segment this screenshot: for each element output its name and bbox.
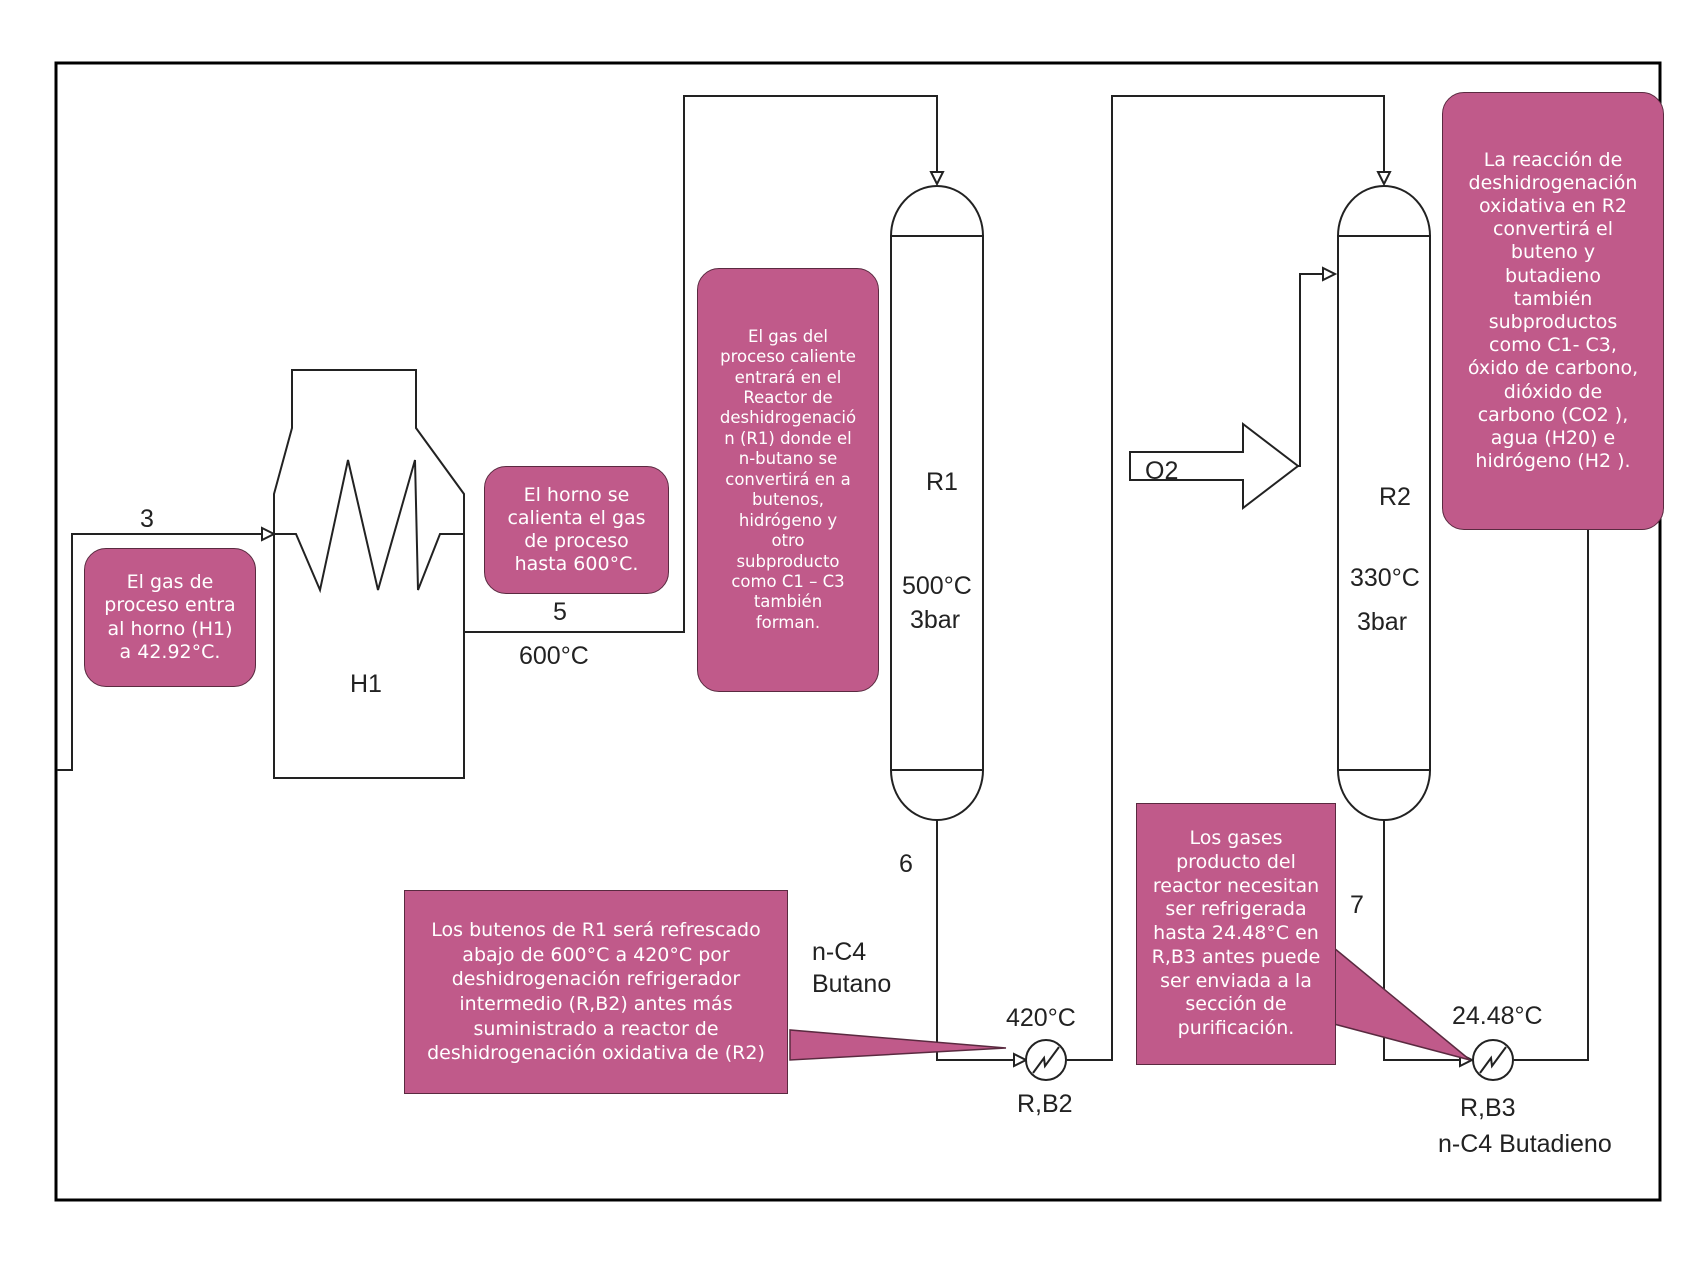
furnace-h1 [273,369,465,779]
butano-label-line1: n-C4 [812,938,866,966]
furnace-h1-body [273,369,465,779]
callout-r2-info: La reacción de deshidrogenación oxidativ… [1442,92,1664,530]
exchanger-rb2-label: R,B2 [1017,1090,1073,1118]
stream-6-label: 6 [899,850,913,878]
arrow-o2-into-r2 [1322,266,1338,282]
stream-5-label: 5 [553,598,567,626]
exchanger-rb2-zigzag [1032,1046,1060,1074]
callout-horno-entrada: El gas de proceso entra al horno (H1) a … [84,548,256,687]
reactor-r2-pressure: 3bar [1357,608,1407,636]
stream-5-line [464,95,938,633]
furnace-h1-coil [274,459,464,594]
exchanger-rb2-temp: 420°C [1006,1004,1076,1032]
arrow-into-h1 [261,526,277,542]
reactor-r2-body [1337,235,1431,771]
callout-pointer-butenos [789,1029,1007,1061]
stream-3-line [57,533,262,771]
callout-pointer-gases [1333,946,1471,1061]
callout-r1-info: El gas del proceso caliente entrará en e… [697,268,879,692]
arrow-into-rb2 [1013,1052,1029,1068]
rb3-out-line [1514,520,1589,1061]
o2-arrow [1129,421,1300,511]
reactor-r1-body [890,235,984,771]
exchanger-rb2-circle [1025,1039,1067,1081]
reactor-r1-top-cap [889,185,985,237]
callout-butenos-info: Los butenos de R1 será refrescado abajo … [404,890,788,1094]
stream-3-label: 3 [140,505,154,533]
reactor-r1-temp: 500°C [902,572,972,600]
reactor-r2-bottom-cap [1336,769,1432,821]
butadieno-label: n-C4 Butadieno [1438,1130,1612,1158]
stream-6-line [936,820,1014,1061]
reactor-r2-top-cap [1336,185,1432,237]
rb2-to-r2-line [1067,95,1385,1061]
exchanger-rb3-label: R,B3 [1460,1094,1516,1122]
butano-label-line2: Butano [812,970,891,998]
reactor-r2-label: R2 [1379,483,1411,511]
o2-label: O2 [1145,457,1178,485]
reactor-r1-label: R1 [926,468,958,496]
arrow-into-r1 [929,171,945,187]
stream-7-label: 7 [1350,891,1364,919]
reactor-r2 [1336,185,1432,821]
reactor-r1-pressure: 3bar [910,606,960,634]
exchanger-rb3-zigzag [1479,1046,1507,1074]
exchanger-rb3-temp: 24.48°C [1452,1002,1543,1030]
callout-horno-calienta: El horno se calienta el gas de proceso h… [484,466,669,594]
diagram-frame [54,61,1662,1202]
exchanger-rb2 [1025,1039,1067,1081]
furnace-h1-label: H1 [350,670,382,698]
stream-7-line [1383,818,1460,1061]
reactor-r1-bottom-cap [889,769,985,821]
o2-feed-line [1298,273,1323,467]
callout-gases-info: Los gases producto del reactor necesitan… [1136,803,1336,1065]
reactor-r1 [889,185,985,821]
arrow-into-r2 [1376,171,1392,187]
reactor-r2-temp: 330°C [1350,564,1420,592]
stream-5-temp-label: 600°C [519,642,589,670]
exchanger-rb3-circle [1472,1039,1514,1081]
exchanger-rb3 [1472,1039,1514,1081]
